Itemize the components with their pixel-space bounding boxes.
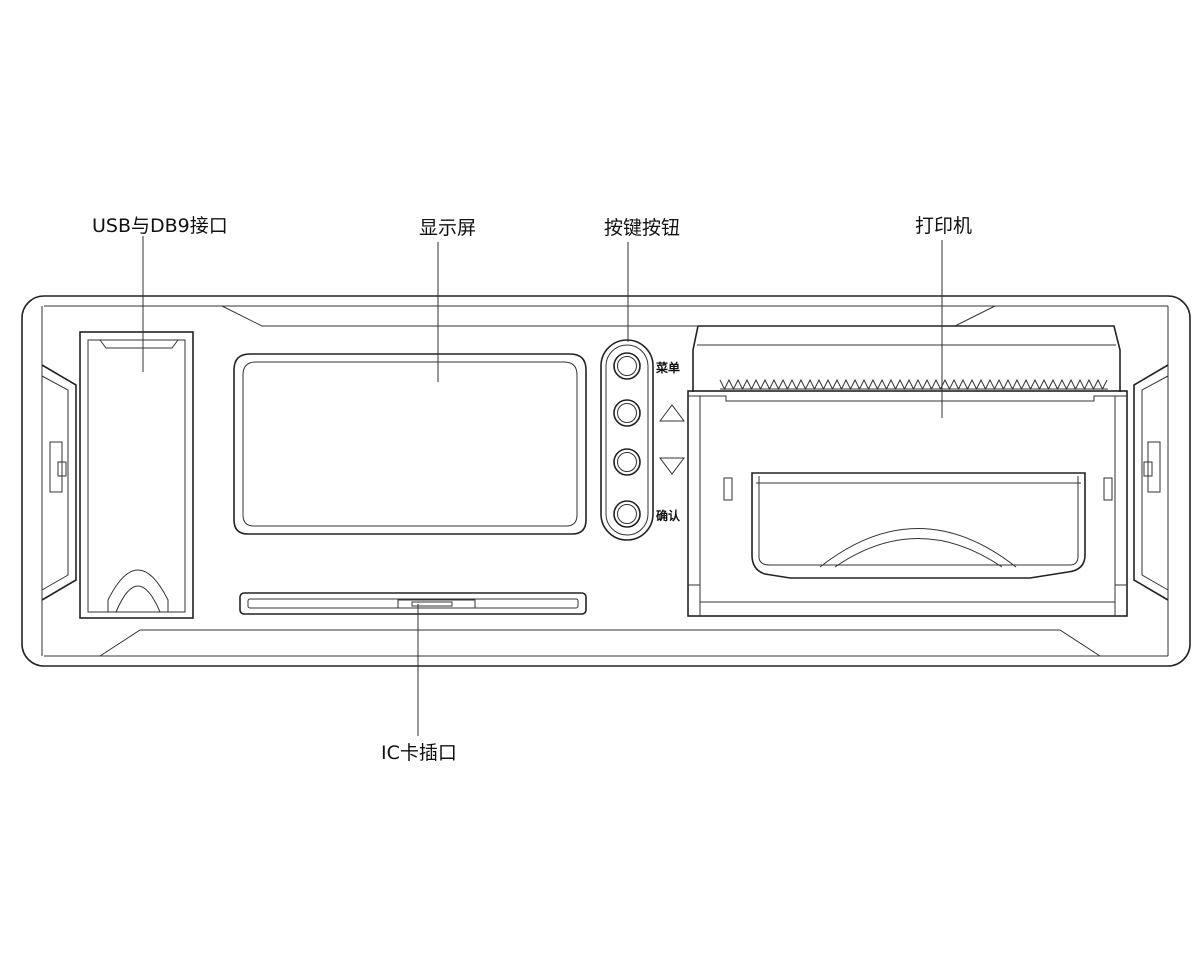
down-button[interactable] (613, 448, 641, 476)
ic-card-slot (239, 592, 587, 615)
usb-port-callout: USB与DB9接口 (92, 215, 228, 237)
printer-callout: 打印机 (915, 215, 973, 237)
up-button[interactable] (613, 399, 641, 427)
paper-tear-edge (719, 378, 1108, 391)
display-callout: 显示屏 (419, 217, 477, 239)
buttons-callout: 按键按钮 (604, 217, 681, 239)
down-arrow-icon (659, 457, 685, 475)
leader-lines (142, 236, 943, 736)
display-screen (233, 353, 587, 535)
usb-db9-port (79, 331, 194, 619)
up-arrow-icon (659, 404, 685, 422)
button-panel (600, 339, 654, 541)
printer (687, 325, 1128, 617)
confirm-button[interactable] (613, 500, 641, 528)
menu-button[interactable] (613, 352, 641, 380)
device-body (21, 295, 1191, 667)
confirm-button-label: 确认 (656, 509, 681, 523)
menu-button-label: 菜单 (656, 361, 681, 375)
ic-card-slot-callout: IC卡插口 (381, 742, 457, 764)
